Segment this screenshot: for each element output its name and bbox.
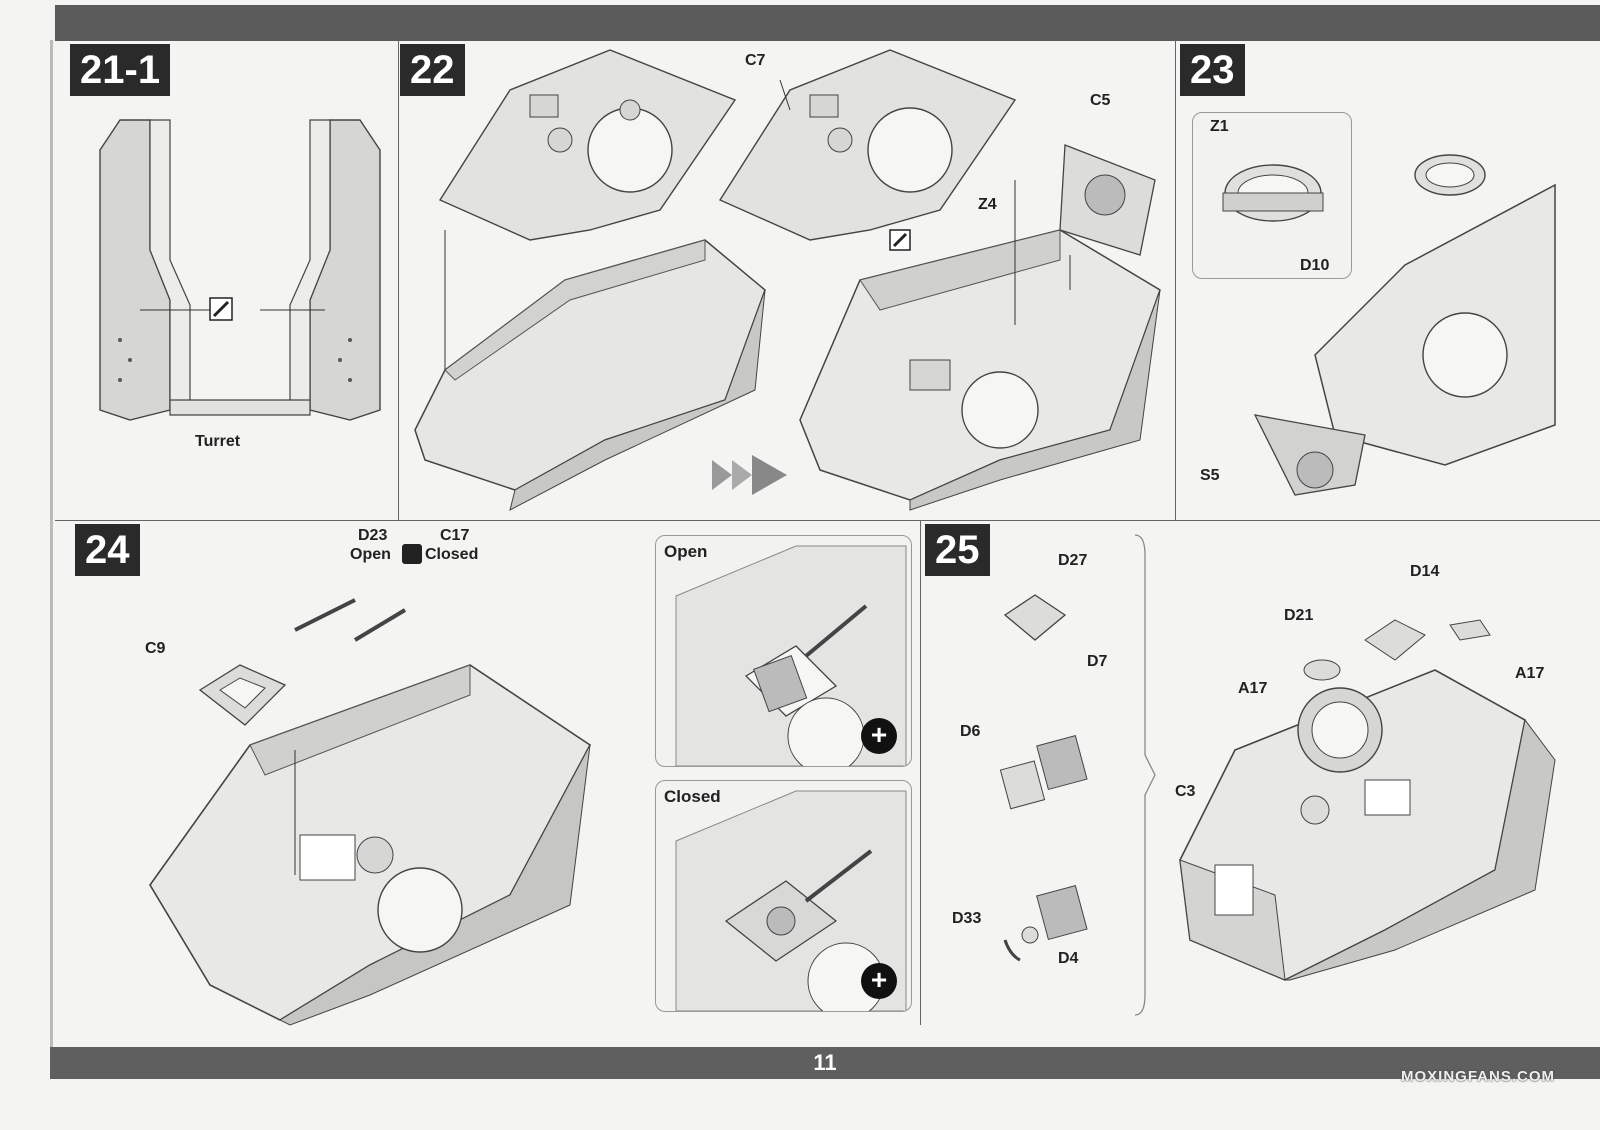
open-position-inset: Open + — [655, 535, 912, 767]
turret-roof-plate-assembled-illustration — [718, 49, 1017, 251]
periscope-d4-illustration — [1003, 884, 1088, 962]
part-label-d23: D23 — [358, 527, 388, 544]
closed-hatch-detail — [675, 790, 907, 1011]
binding-edge — [50, 40, 53, 1050]
small-parts-illustration — [1303, 619, 1491, 681]
part-label-d14: D14 — [1410, 563, 1440, 580]
sub-assembly-box — [1192, 112, 1352, 279]
cupola-illustration — [1414, 154, 1486, 196]
option-open-label: Open — [350, 546, 391, 563]
step-number: 23 — [1180, 44, 1245, 96]
part-label-c7: C7 — [745, 52, 766, 69]
completed-turret-illustration — [1179, 669, 1556, 981]
turret-roof-plate-illustration — [438, 49, 737, 241]
page-number: 11 — [50, 1047, 1600, 1079]
part-label-d21: D21 — [1284, 607, 1314, 624]
divider — [55, 520, 1600, 521]
step-number: 22 — [400, 44, 465, 96]
open-hatch-detail — [675, 545, 907, 766]
part-label-a17-right: A17 — [1515, 665, 1545, 682]
part-label-d27: D27 — [1058, 552, 1088, 569]
hatch-d27-illustration — [1003, 594, 1067, 641]
part-label-c9: C9 — [145, 640, 166, 657]
part-label-z1: Z1 — [1210, 118, 1229, 135]
hinge-parts-illustration — [294, 598, 407, 642]
part-label-d4: D4 — [1058, 950, 1079, 967]
divider — [398, 40, 399, 520]
divider — [1175, 40, 1176, 520]
part-label-z4: Z4 — [978, 196, 997, 213]
periscope-d6-illustration — [999, 734, 1088, 810]
watermark-text: MOXINGFANS.COM — [1400, 1068, 1555, 1085]
step-number: 24 — [75, 524, 140, 576]
hatch-frame-illustration — [198, 664, 287, 726]
turret-frame-illustration — [99, 119, 381, 421]
zoom-icon: + — [861, 718, 897, 754]
inset-title-open: Open — [664, 542, 708, 561]
turret-walls-illustration — [414, 230, 766, 511]
turret-assembly-illustration — [799, 144, 1161, 511]
next-arrow — [712, 455, 787, 495]
part-label-c5: C5 — [1090, 92, 1111, 109]
option-closed-label: Closed — [425, 546, 479, 563]
step-number: 21-1 — [70, 44, 171, 96]
zoom-icon: + — [861, 963, 897, 999]
part-label-c17: C17 — [440, 527, 470, 544]
option-icon — [402, 544, 422, 564]
part-label-d10: D10 — [1300, 257, 1330, 274]
turret-caption: Turret — [195, 433, 241, 450]
part-label-d33: D33 — [952, 910, 982, 927]
turret-hull-illustration — [149, 664, 592, 1026]
part-label-c3: C3 — [1175, 783, 1196, 800]
divider — [920, 520, 921, 1025]
bracket-line — [1134, 534, 1156, 1016]
cupola-ring-illustration — [1222, 164, 1324, 222]
part-label-s5: S5 — [1200, 467, 1220, 484]
closed-position-inset: Closed + — [655, 780, 912, 1012]
step-number: 25 — [925, 524, 990, 576]
part-label-d7: D7 — [1087, 653, 1108, 670]
turret-front-illustration — [1253, 183, 1556, 496]
inset-title-closed: Closed — [664, 787, 721, 806]
part-label-a17-left: A17 — [1238, 680, 1268, 697]
part-label-d6: D6 — [960, 723, 981, 740]
top-bar — [55, 5, 1600, 41]
